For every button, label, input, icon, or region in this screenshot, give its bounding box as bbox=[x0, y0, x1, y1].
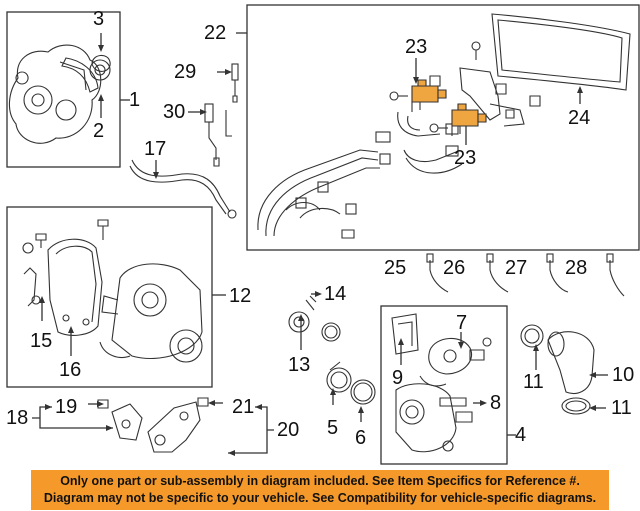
part-12-turbocharger bbox=[99, 263, 203, 363]
callout-23-upper: 23 bbox=[405, 36, 428, 58]
bolt bbox=[35, 233, 47, 248]
callout-7: 7 bbox=[456, 312, 468, 334]
part-17-pipe bbox=[129, 159, 237, 219]
callout-14: 14 bbox=[324, 283, 347, 305]
bolt bbox=[97, 219, 109, 240]
callout-17: 17 bbox=[144, 138, 167, 160]
callout-10: 10 bbox=[612, 364, 635, 386]
part-3-gasket bbox=[91, 54, 111, 72]
callout-9: 9 bbox=[392, 367, 404, 389]
part-9-shield bbox=[391, 313, 419, 355]
callout-19: 19 bbox=[55, 396, 78, 418]
callout-3: 3 bbox=[93, 8, 105, 30]
part-14-seal bbox=[321, 322, 341, 342]
part-25-hose bbox=[426, 253, 449, 293]
part-21-bolt bbox=[197, 397, 209, 407]
part-18-bracket bbox=[111, 403, 143, 441]
part-30-sensor bbox=[204, 103, 232, 167]
part-27-hose bbox=[546, 253, 569, 293]
part-20-bracket bbox=[147, 401, 201, 453]
callout-29: 29 bbox=[174, 61, 197, 83]
callout-6: 6 bbox=[355, 427, 367, 449]
part-6-seal bbox=[350, 379, 376, 405]
part-19-bolt bbox=[97, 399, 109, 409]
callout-11-lower: 11 bbox=[611, 397, 632, 419]
box-item-1 bbox=[6, 11, 121, 168]
part-7-actuator bbox=[428, 337, 492, 375]
callout-12: 12 bbox=[229, 285, 252, 307]
callout-23-lower: 23 bbox=[454, 147, 477, 169]
notice-banner: Only one part or sub-assembly in diagram… bbox=[31, 470, 609, 510]
callout-2: 2 bbox=[93, 120, 105, 142]
callout-30: 30 bbox=[163, 101, 186, 123]
part-16-heat-shield bbox=[47, 238, 103, 336]
part-5-clamp bbox=[326, 361, 352, 393]
washer bbox=[22, 242, 34, 254]
part-15-bracket bbox=[23, 267, 41, 307]
notice-line-1: Only one part or sub-assembly in diagram… bbox=[60, 474, 580, 488]
box-item-22 bbox=[246, 4, 640, 251]
box-item-4 bbox=[380, 305, 508, 465]
part-8-gasket bbox=[439, 397, 467, 407]
part-13-clamp bbox=[288, 295, 317, 333]
box-item-12 bbox=[6, 206, 213, 388]
part-28-hose bbox=[606, 253, 625, 297]
callout-26: 26 bbox=[443, 257, 466, 279]
callout-13: 13 bbox=[288, 354, 311, 376]
callout-11-upper: 11 bbox=[523, 371, 544, 393]
notice-line-2: Diagram may not be specific to your vehi… bbox=[43, 491, 597, 505]
callout-24: 24 bbox=[568, 107, 591, 129]
callout-20: 20 bbox=[277, 419, 300, 441]
part-24-panel bbox=[491, 13, 631, 91]
part-11-clamp-upper bbox=[520, 324, 544, 348]
part-10-hose bbox=[547, 331, 595, 394]
callout-5: 5 bbox=[327, 417, 339, 439]
callout-8: 8 bbox=[490, 392, 502, 414]
part-26-hose bbox=[486, 253, 509, 293]
part-1-pump-housing bbox=[8, 44, 111, 144]
callout-28: 28 bbox=[565, 257, 588, 279]
callout-4: 4 bbox=[515, 424, 527, 446]
callout-25: 25 bbox=[384, 257, 407, 279]
callout-22: 22 bbox=[204, 22, 227, 44]
callout-16: 16 bbox=[59, 359, 82, 381]
callout-15: 15 bbox=[30, 330, 53, 352]
part-29-sensor bbox=[231, 63, 239, 103]
part-4-egr-valve bbox=[395, 375, 473, 453]
callout-18: 18 bbox=[6, 407, 29, 429]
part-23-sensors bbox=[411, 79, 487, 136]
callout-1: 1 bbox=[129, 89, 141, 111]
callout-21: 21 bbox=[232, 396, 255, 418]
part-22-hose-assembly bbox=[257, 41, 541, 239]
callout-27: 27 bbox=[505, 257, 528, 279]
part-11-clamp-lower bbox=[561, 397, 591, 415]
